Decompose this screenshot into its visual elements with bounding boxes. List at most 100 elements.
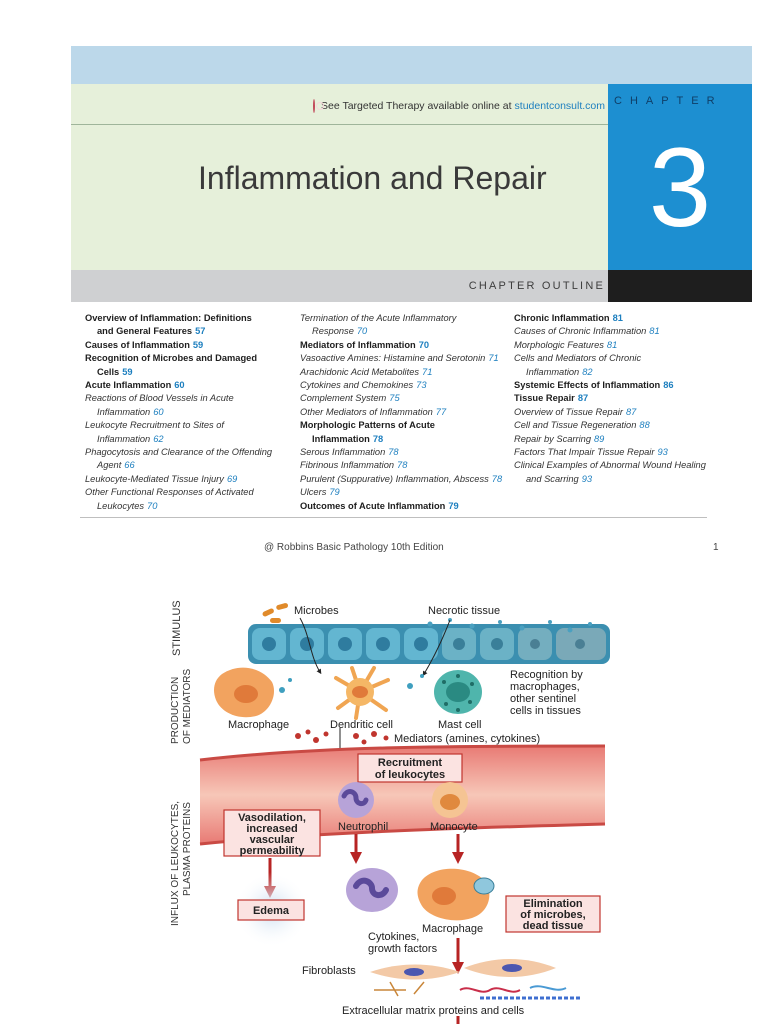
toc-entry-title: Recognition of Microbes and Damaged — [85, 353, 258, 364]
toc-entry-title: Leukocyte Recruitment to Sites of — [85, 420, 225, 431]
microbes-icon — [262, 603, 289, 623]
toc-entry[interactable]: Termination of the Acute Inflammatory — [300, 312, 500, 325]
toc-entry[interactable]: Vasoactive Amines: Histamine and Seroton… — [300, 352, 500, 365]
label-mast-cell: Mast cell — [438, 719, 481, 731]
toc-entry-page: 70 — [356, 326, 368, 337]
toc-entry-title: Termination of the Acute Inflammatory — [300, 313, 457, 323]
targeted-therapy-text: See Targeted Therapy available online at — [321, 100, 512, 112]
toc-entry[interactable]: Cells and Mediators of Chronic — [514, 352, 714, 365]
toc-entry-page: 70 — [147, 500, 158, 511]
toc-entry-title: Ulcers — [300, 487, 327, 498]
label-neutrophil: Neutrophil — [338, 821, 388, 833]
toc-entry-title: Factors That Impair Tissue Repair — [514, 447, 655, 458]
toc-entry-page: 87 — [577, 393, 589, 404]
toc-entry[interactable]: Phagocytosis and Clearance of the Offend… — [85, 446, 290, 459]
toc-entry-title: Morphologic Features — [514, 339, 604, 350]
label-recognition-1: Recognition by — [510, 669, 583, 681]
toc-entry-title: Response — [312, 326, 354, 337]
targeted-therapy-note: See Targeted Therapy available online at… — [313, 97, 605, 115]
toc-entry-page: 81 — [606, 339, 618, 350]
edema-box — [237, 899, 305, 921]
toc-entry-title: Chronic Inflammation — [514, 313, 610, 323]
label-elimination-1: Elimination — [523, 898, 583, 910]
epithelium-cells — [248, 624, 610, 664]
toc-entry-title: Cells and Mediators of Chronic — [514, 353, 642, 364]
toc-entry[interactable]: Reactions of Blood Vessels in Acute — [85, 392, 290, 405]
toc-entry-title: and General Features — [97, 326, 193, 337]
mast-cell-icon — [434, 670, 482, 714]
toc-entry[interactable]: Purulent (Suppurative) Inflammation, Abs… — [300, 473, 502, 486]
toc-entry-page: 88 — [639, 420, 650, 431]
toc-entry-title: Overview of Tissue Repair — [514, 406, 623, 417]
toc-entry-title: Inflammation — [312, 433, 370, 444]
student-consult-link[interactable]: studentconsult.com — [514, 100, 605, 112]
toc-entry-title: Inflammation — [97, 406, 151, 417]
side-label-production-1: PRODUCTION — [170, 677, 181, 744]
toc-entry[interactable]: Other Functional Responses of Activated — [85, 486, 290, 499]
toc-entry-page: 70 — [418, 339, 430, 350]
toc-entry-title: Other Mediators of Inflammation — [300, 406, 433, 417]
chapter-label: CHAPTER — [614, 95, 723, 107]
toc-entry-title: Vasoactive Amines: Histamine and Seroton… — [300, 353, 486, 364]
toc-entry-title: Leukocyte-Mediated Tissue Injury — [85, 473, 224, 484]
toc-entry-title: Leukocytes — [97, 500, 145, 511]
toc-entry[interactable]: Morphologic Patterns of Acute — [300, 419, 500, 432]
toc-entry-title: Acute Inflammation — [85, 380, 172, 391]
necrotic-debris — [427, 618, 592, 633]
toc-entry-page: 66 — [124, 460, 135, 471]
footer-credit: @ Robbins Basic Pathology 10th Edition — [264, 542, 444, 553]
toc-entry[interactable]: Overview of Inflammation: Definitions — [85, 312, 290, 325]
label-monocyte: Monocyte — [430, 821, 478, 833]
toc-entry[interactable]: Leukocyte Recruitment to Sites of — [85, 419, 290, 432]
toc-entry-title: Tissue Repair — [514, 393, 575, 404]
toc-entry-page: 89 — [594, 433, 605, 444]
toc-entry-page: 75 — [389, 393, 400, 404]
toc-entry[interactable]: Clinical Examples of Abnormal Wound Heal… — [514, 459, 714, 472]
label-vasodilation-3: vascular — [250, 834, 295, 846]
mediators-icon — [295, 729, 389, 745]
header-top-band — [71, 46, 752, 84]
label-edema: Edema — [253, 905, 290, 917]
toc-entry-page: 81 — [612, 313, 623, 323]
side-label-production-2: OF MEDIATORS — [182, 668, 193, 744]
toc-entry-title: Phagocytosis and Clearance of the Offend… — [85, 447, 273, 458]
toc-entry[interactable]: Recognition of Microbes and Damaged — [85, 352, 290, 365]
toc-entry-title: Inflammation — [97, 433, 151, 444]
label-necrotic-tissue: Necrotic tissue — [428, 605, 500, 617]
recruitment-box — [357, 753, 463, 783]
toc-entry-page: 77 — [435, 406, 447, 417]
fibroblast-cells-icon — [370, 959, 580, 1000]
